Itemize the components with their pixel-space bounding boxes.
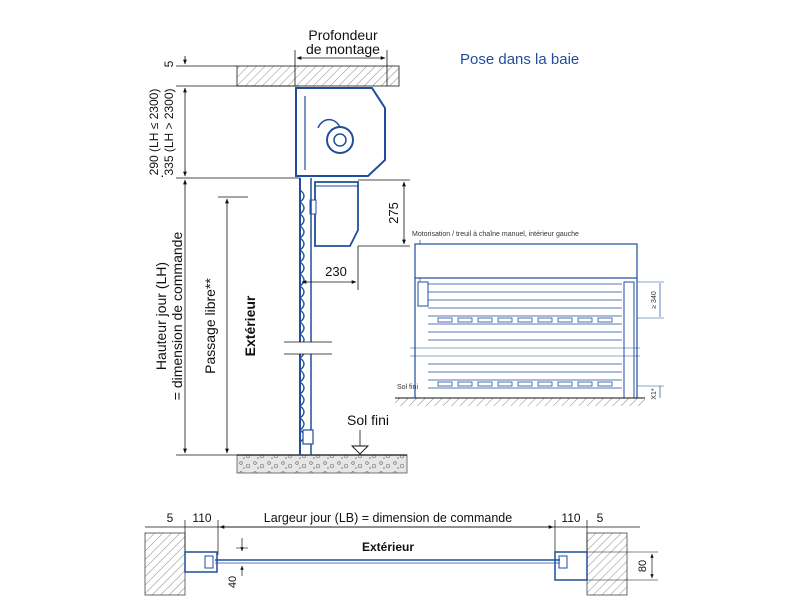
plan-dim-80: 80 xyxy=(637,560,649,572)
dim-230: 230 xyxy=(325,264,347,279)
profondeur-label-2: de montage xyxy=(306,41,380,57)
plan-dim-40: 40 xyxy=(227,576,239,588)
sol-fini-label: Sol fini xyxy=(347,412,389,428)
passage-libre-label: Passage libre** xyxy=(202,278,218,374)
plan-dim-5-right: 5 xyxy=(597,511,604,525)
wall-right xyxy=(586,532,628,596)
hauteur-label-1: Hauteur jour (LH) xyxy=(153,262,169,370)
diagram-title: Pose dans la baie xyxy=(460,51,579,68)
front-curtain xyxy=(428,283,622,389)
hauteur-label-2: = dimension de commande xyxy=(169,232,185,401)
dim-dot: · xyxy=(160,167,165,183)
plan-dim-110-right: 110 xyxy=(561,511,580,525)
front-sol-fini: Sol fini xyxy=(397,384,418,391)
curtain-slats xyxy=(298,189,305,443)
profondeur-label-1: Profondeur xyxy=(308,27,378,43)
wall-left xyxy=(144,532,186,596)
largeur-label: Largeur jour (LB) = dimension de command… xyxy=(264,511,512,525)
dim-x1: X1* xyxy=(651,388,658,400)
front-floor xyxy=(395,398,645,406)
motor-block xyxy=(314,181,359,247)
side-section: Profondeur de montage 5 290 (LH ≤ 2300) … xyxy=(147,27,410,474)
vision-windows xyxy=(437,317,613,387)
front-elevation: Motorisation / treuil à chaîne manuel, i… xyxy=(395,231,664,406)
exterieur-label: Extérieur xyxy=(242,295,258,356)
motor-note: Motorisation / treuil à chaîne manuel, i… xyxy=(412,231,579,238)
plan-view: 5 110 Largeur jour (LB) = dimension de c… xyxy=(144,511,658,596)
plan-dim-5-left: 5 xyxy=(167,511,174,525)
lintel-hatch xyxy=(236,65,400,87)
plan-dim-110-left: 110 xyxy=(192,511,211,525)
floor-hatch xyxy=(236,454,408,474)
dim-340: ≥ 340 xyxy=(651,291,658,309)
dim-275: 275 xyxy=(386,202,401,224)
floor-level-symbol xyxy=(350,445,370,455)
dim-lh-small: 290 (LH ≤ 2300) xyxy=(147,89,161,176)
front-box xyxy=(414,243,638,279)
plan-exterieur-label: Extérieur xyxy=(362,540,414,554)
dim-5-top: 5 xyxy=(162,60,176,67)
dim-lh-large: 335 (LH > 2300) xyxy=(162,88,176,175)
